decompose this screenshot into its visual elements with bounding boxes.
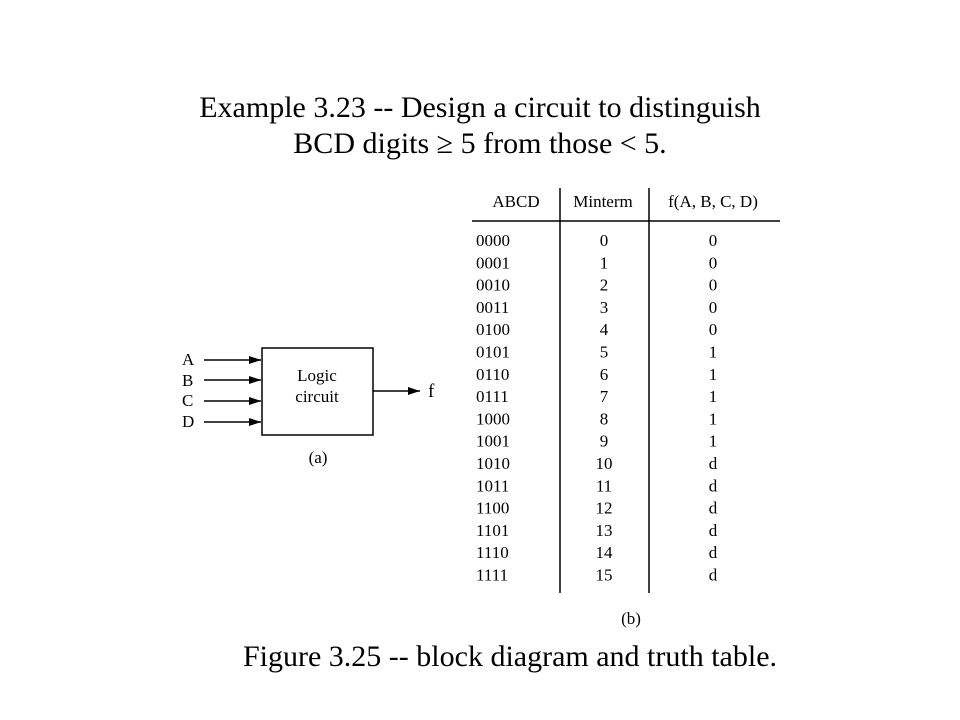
cell-minterm: 3 — [600, 298, 609, 317]
cell-minterm: 6 — [600, 365, 609, 384]
cell-minterm: 14 — [596, 543, 614, 562]
table-row: 0001 1 0 — [476, 253, 717, 272]
cell-abcd: 0101 — [476, 343, 510, 362]
cell-minterm: 0 — [600, 231, 609, 250]
cell-f: 0 — [709, 320, 718, 339]
table-row: 1110 14 d — [476, 543, 718, 562]
cell-minterm: 15 — [596, 566, 613, 585]
cell-f: d — [709, 543, 718, 562]
header-minterm: Minterm — [573, 192, 633, 211]
cell-abcd: 1111 — [476, 566, 508, 585]
cell-abcd: 0010 — [476, 276, 510, 295]
cell-f: d — [709, 476, 718, 495]
cell-minterm: 2 — [600, 276, 609, 295]
cell-f: 1 — [709, 343, 718, 362]
cell-f: 1 — [709, 387, 718, 406]
header-abcd: ABCD — [492, 192, 539, 211]
cell-abcd: 0100 — [476, 320, 510, 339]
cell-minterm: 8 — [600, 409, 609, 428]
cell-abcd: 0001 — [476, 253, 510, 272]
table-row: 1011 11 d — [476, 476, 718, 495]
cell-f: d — [709, 566, 718, 585]
header-function: f(A, B, C, D) — [668, 192, 758, 211]
figure-caption: Figure 3.25 -- block diagram and truth t… — [242, 640, 778, 673]
cell-minterm: 11 — [596, 476, 612, 495]
table-row: 0110 6 1 — [476, 365, 717, 384]
box-label-line-1: Logic — [297, 366, 337, 385]
cell-minterm: 13 — [596, 521, 613, 540]
cell-minterm: 10 — [596, 454, 613, 473]
cell-f: 0 — [709, 253, 718, 272]
cell-abcd: 1011 — [476, 476, 509, 495]
input-label-a: A — [182, 350, 195, 369]
table-row: 1001 9 1 — [476, 432, 717, 451]
truth-table-caption: (b) — [621, 609, 641, 628]
cell-abcd: 1000 — [476, 409, 510, 428]
cell-f: 1 — [709, 409, 718, 428]
box-label-line-2: circuit — [295, 387, 339, 406]
cell-abcd: 1101 — [476, 521, 509, 540]
cell-abcd: 1110 — [476, 543, 509, 562]
cell-f: 1 — [709, 432, 718, 451]
cell-f: 0 — [709, 298, 718, 317]
cell-f: d — [709, 454, 718, 473]
cell-f: d — [709, 499, 718, 518]
cell-minterm: 5 — [600, 343, 609, 362]
table-row: 0101 5 1 — [476, 343, 717, 362]
cell-abcd: 0111 — [476, 387, 509, 406]
input-label-b: B — [182, 371, 193, 390]
input-arrows — [204, 356, 261, 426]
cell-f: d — [709, 521, 718, 540]
title-line-2: BCD digits ≥ 5 from those < 5. — [293, 127, 667, 160]
table-row: 1111 15 d — [476, 566, 718, 585]
cell-minterm: 12 — [596, 499, 613, 518]
cell-abcd: 0110 — [476, 365, 509, 384]
table-row: 0010 2 0 — [476, 276, 717, 295]
cell-minterm: 9 — [600, 432, 609, 451]
block-diagram-caption: (a) — [309, 448, 328, 467]
table-row: 1101 13 d — [476, 521, 718, 540]
cell-f: 0 — [709, 231, 718, 250]
table-row: 1100 12 d — [476, 499, 718, 518]
input-label-d: D — [182, 412, 194, 431]
cell-abcd: 0000 — [476, 231, 510, 250]
cell-minterm: 7 — [600, 387, 609, 406]
cell-abcd: 1010 — [476, 454, 510, 473]
cell-abcd: 1001 — [476, 432, 510, 451]
cell-f: 0 — [709, 276, 718, 295]
cell-f: 1 — [709, 365, 718, 384]
cell-abcd: 0011 — [476, 298, 509, 317]
output-label-f: f — [428, 381, 435, 402]
table-row: 0011 3 0 — [476, 298, 717, 317]
cell-minterm: 4 — [600, 320, 609, 339]
block-diagram: Logic circuit A B C D f (a) — [182, 347, 435, 467]
table-row: 0111 7 1 — [476, 387, 717, 406]
cell-minterm: 1 — [600, 253, 609, 272]
input-label-c: C — [182, 391, 193, 410]
table-row: 1000 8 1 — [476, 409, 717, 428]
title-line-1: Example 3.23 -- Design a circuit to dist… — [199, 91, 761, 124]
cell-abcd: 1100 — [476, 499, 509, 518]
table-row: 0100 4 0 — [476, 320, 717, 339]
